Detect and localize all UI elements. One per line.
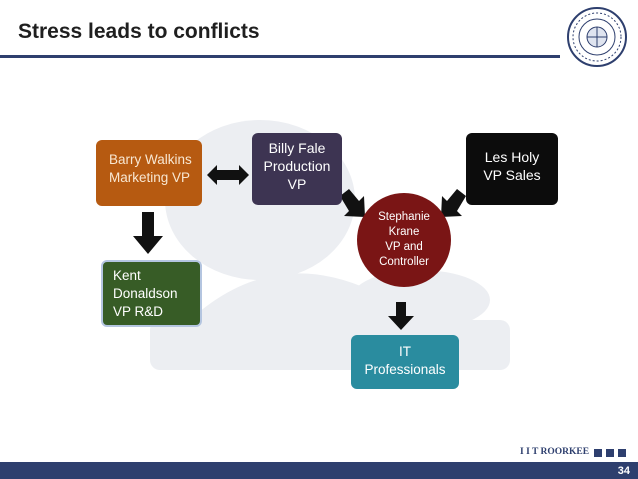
node-barry-walkins: Barry Walkins Marketing VP — [96, 140, 202, 206]
node-label-line: VP and — [385, 241, 423, 253]
node-label-line: Kent — [113, 268, 141, 283]
node-label-line: Billy Fale — [268, 140, 326, 156]
node-label-line: Barry Walkins — [109, 152, 192, 167]
node-label-line: Krane — [388, 226, 420, 238]
node-label-line: IT — [399, 344, 411, 359]
double-arrow-barry-billy — [207, 165, 249, 185]
brand-label: I I T ROORKEE — [520, 447, 590, 457]
footer-bar — [0, 462, 638, 479]
node-label-line: Donaldson — [113, 286, 178, 301]
node-label-line: Controller — [379, 256, 429, 268]
node-stephanie-krane: Stephanie Krane VP and Controller — [357, 193, 451, 287]
node-billy-fale: Billy Fale Production VP — [252, 133, 342, 205]
node-kent-donaldson: Kent Donaldson VP R&D — [101, 260, 202, 327]
brand-square — [618, 449, 626, 457]
institute-seal-icon — [567, 7, 627, 67]
arrow-les-stephanie — [441, 189, 466, 217]
title-divider — [0, 55, 560, 58]
node-label-line: VP Sales — [483, 167, 541, 183]
node-it-professionals: IT Professionals — [351, 335, 459, 389]
brand-square — [606, 449, 614, 457]
arrow-billy-stephanie — [340, 189, 365, 217]
node-label-line: Stephanie — [378, 211, 430, 223]
arrow-barry-kent — [133, 212, 163, 254]
node-label-line: VP R&D — [113, 304, 164, 319]
node-label-line: Production — [263, 158, 331, 174]
node-label-line: Les Holy — [484, 149, 540, 165]
node-label-line: VP — [287, 176, 307, 192]
node-label-line: Professionals — [364, 362, 446, 377]
node-les-holy: Les Holy VP Sales — [466, 133, 558, 205]
brand-square — [594, 449, 602, 457]
page-number: 34 — [617, 465, 630, 477]
node-label-line: Marketing VP — [109, 170, 191, 185]
slide-title: Stress leads to conflicts — [18, 20, 260, 43]
arrow-stephanie-it — [388, 302, 414, 330]
